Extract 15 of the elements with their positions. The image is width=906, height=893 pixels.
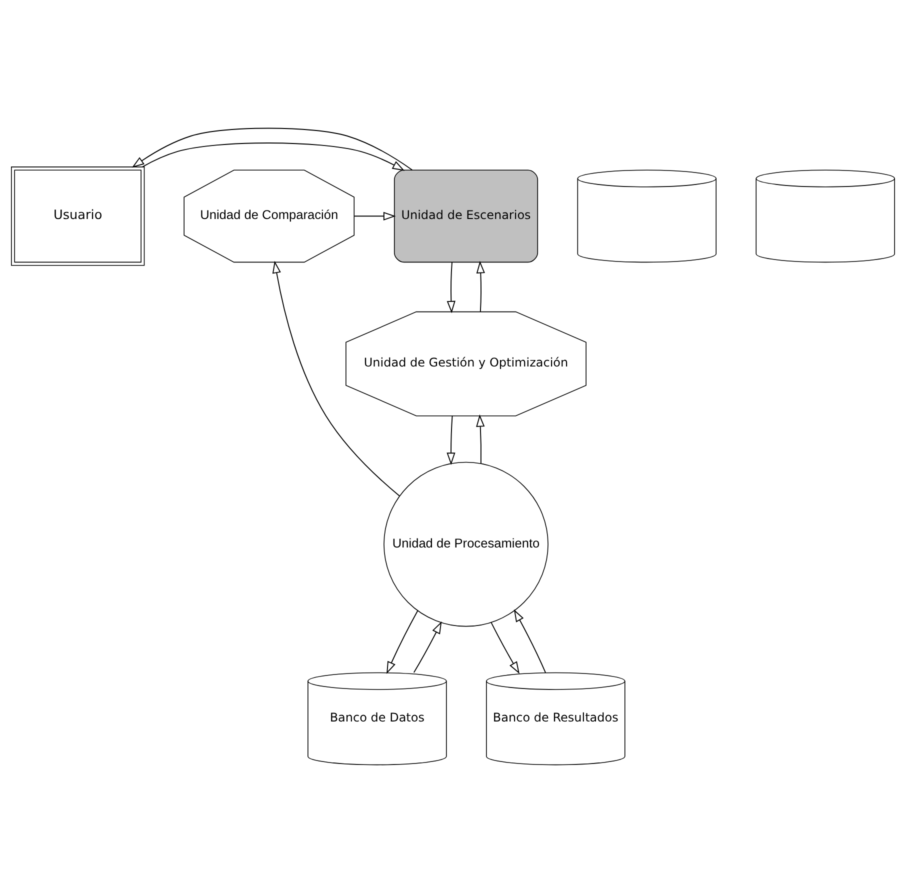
arrow: [142, 142, 405, 171]
node-circle: Unidad de Procesamiento: [384, 462, 548, 627]
arrow: [446, 415, 456, 465]
arrow: [476, 414, 485, 464]
arrow: [386, 610, 418, 674]
arrow: [132, 128, 413, 170]
arrow: [514, 609, 546, 674]
arrow: [490, 622, 520, 674]
arrow: [413, 621, 442, 674]
node-box: Unidad de Escenarios: [394, 170, 538, 263]
arrow: [272, 260, 400, 496]
arrow: [476, 260, 485, 312]
node-box: Usuario: [11, 166, 145, 266]
arrow: [446, 262, 456, 314]
arrow: [354, 212, 396, 220]
